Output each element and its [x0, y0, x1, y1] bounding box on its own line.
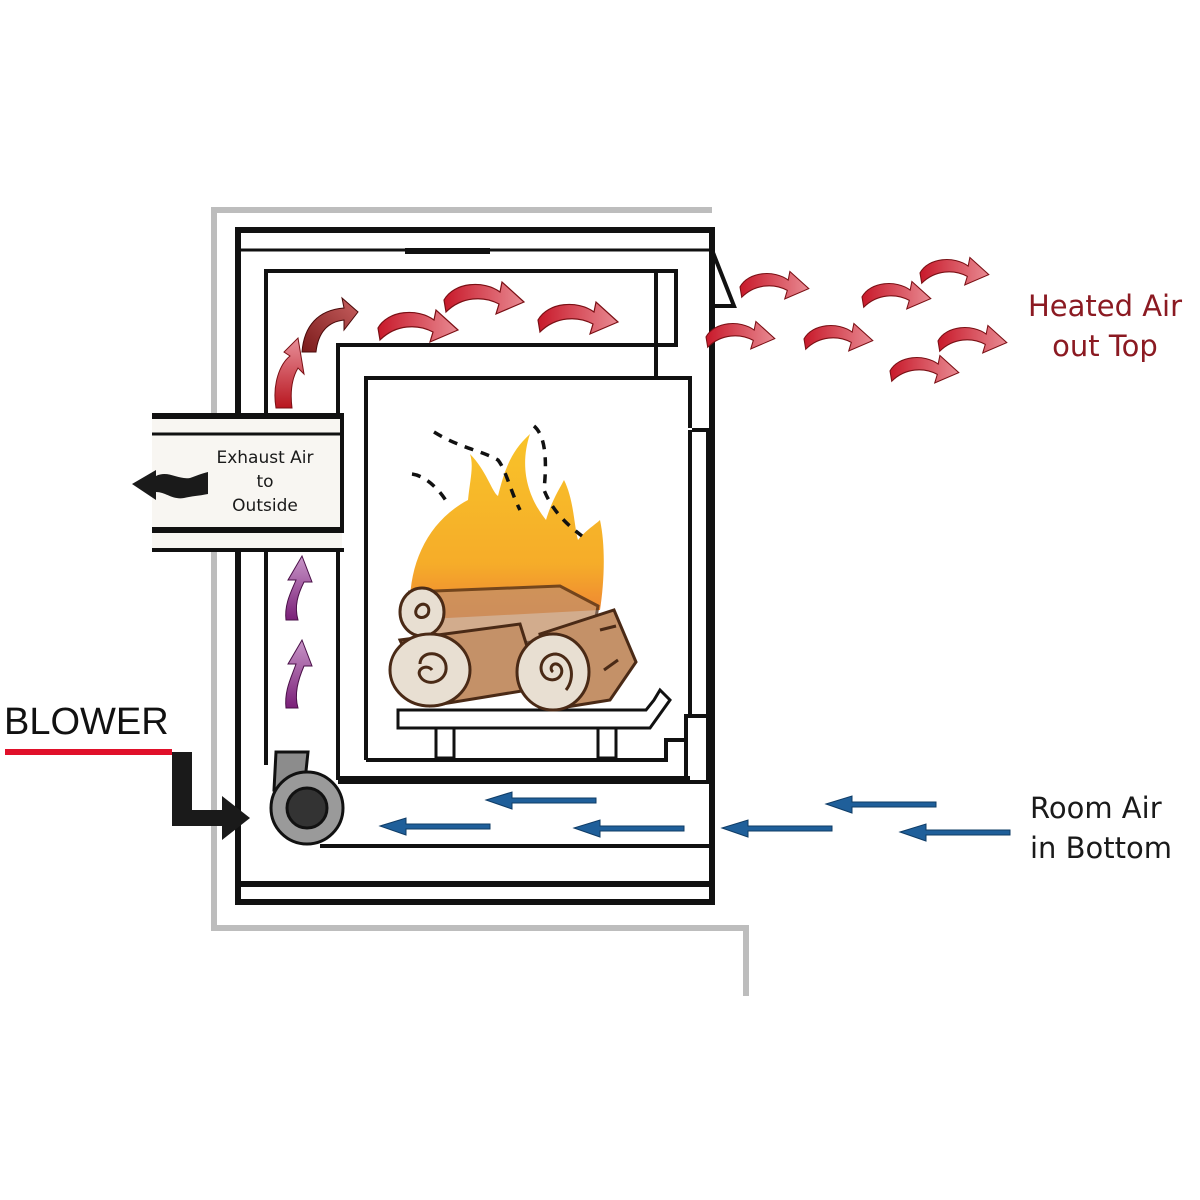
room-label-line-2: in Bottom	[1030, 831, 1173, 865]
room-air-arrow-icon	[573, 819, 685, 838]
flame	[410, 434, 604, 620]
heated-arrow-icon	[739, 270, 810, 300]
heated-arrow-icon	[919, 256, 990, 286]
heated-arrow-icon	[889, 354, 960, 384]
heated-arrow-icon	[443, 281, 525, 315]
heated-arrow-icon	[861, 280, 932, 310]
exhaust-label-line-1: Exhaust Air	[216, 448, 314, 468]
heated-air-label: Heated Air out Top	[1010, 286, 1200, 366]
log-back-end	[398, 586, 446, 638]
room-air-channel	[320, 780, 710, 848]
rising-air-arrows	[285, 554, 313, 709]
room-air-arrow-icon	[899, 823, 1011, 842]
rising-arrow-icon	[285, 554, 313, 621]
room-air-label: Room Air in Bottom	[1030, 788, 1200, 868]
room-air-arrows	[379, 791, 1011, 842]
heated-arrow-icon	[377, 309, 459, 343]
heated-arrow-icon	[937, 324, 1008, 354]
convection-chamber	[264, 269, 690, 780]
blower-arrow-icon	[172, 752, 250, 840]
rising-arrow-icon	[285, 638, 313, 709]
exhaust-label-line-2: to	[256, 472, 274, 492]
grate	[396, 687, 672, 760]
outer-wall	[211, 207, 712, 416]
room-air-arrow-icon	[825, 795, 937, 814]
heated-arrow-icon	[301, 296, 359, 353]
insert-frame	[235, 227, 715, 905]
fire	[410, 424, 604, 620]
heated-label-line-1: Heated Air	[1027, 289, 1183, 323]
blower-label: BLOWER	[4, 701, 169, 743]
room-air-arrow-icon	[485, 791, 597, 810]
heated-air-outlet	[710, 249, 737, 308]
room-label-line-1: Room Air	[1030, 791, 1162, 825]
heated-arrow-icon	[274, 336, 305, 409]
blower-fan	[269, 750, 345, 846]
outer-wall-lower	[211, 552, 749, 996]
heated-arrow-icon	[705, 320, 776, 350]
heated-label-line-2: out Top	[1052, 329, 1158, 363]
heated-arrow-icon	[537, 301, 619, 335]
log-left-end	[388, 632, 472, 708]
exhaust-air-label: Exhaust Air to Outside	[180, 446, 350, 518]
firebox	[364, 376, 710, 780]
heated-air-arrows-outside	[705, 256, 1008, 384]
logs	[388, 584, 638, 712]
exhaust-label-line-3: Outside	[232, 496, 298, 516]
exhaust-arrow-icon	[132, 470, 208, 500]
smoke-lines	[411, 424, 584, 538]
room-air-arrow-icon	[721, 819, 833, 838]
room-air-arrow-icon	[379, 817, 491, 836]
heated-air-arrows-inside	[274, 281, 619, 409]
heated-arrow-icon	[803, 322, 874, 352]
